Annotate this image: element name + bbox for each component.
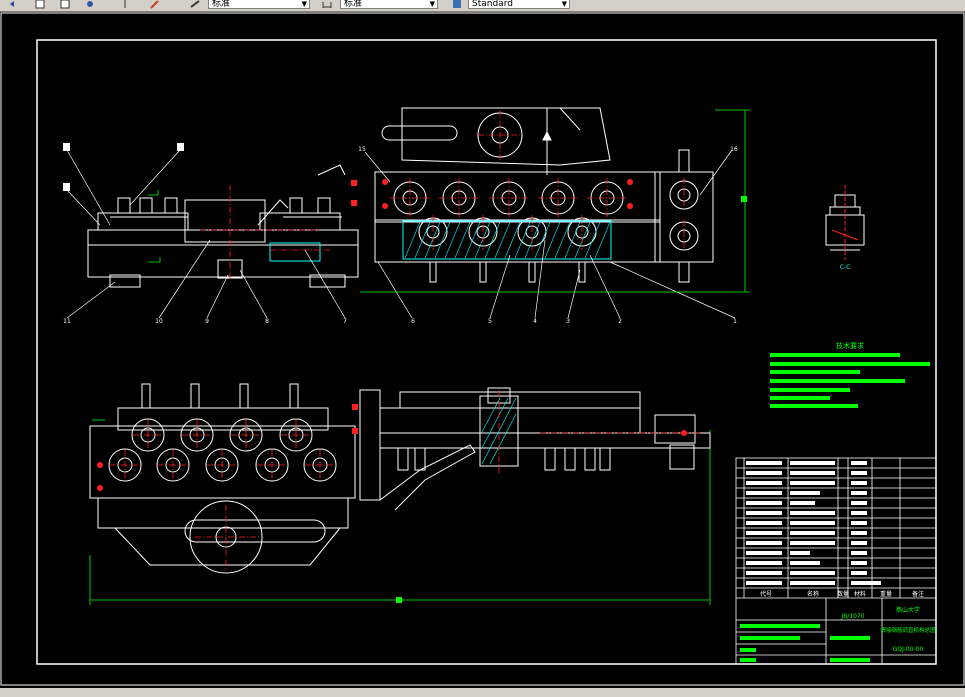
balloon-2: 2 xyxy=(618,318,622,325)
status-strip xyxy=(0,688,965,697)
title-drawing-no: GQJ-00-00 xyxy=(893,646,924,653)
text-style-icon xyxy=(453,0,461,8)
header-qty: 数量 xyxy=(837,590,849,598)
red-marks-bottom xyxy=(97,404,687,491)
inner-frame xyxy=(36,39,937,665)
balloon-9: 9 xyxy=(205,318,209,325)
window-icon[interactable] xyxy=(35,0,45,9)
dim-grip[interactable] xyxy=(741,196,747,202)
header-weight: 重量 xyxy=(880,590,892,598)
main-view xyxy=(87,107,714,288)
balloon-8: 8 xyxy=(265,318,269,325)
window-icon[interactable] xyxy=(60,0,70,9)
dimstyle-combo[interactable]: 标准 ▼ xyxy=(340,0,438,9)
balloon-15: 15 xyxy=(358,146,366,153)
title-school: 燕山大学 xyxy=(896,606,920,614)
layer-icon xyxy=(190,0,200,8)
title-drawing-name: 焊接钢筋调直机构总图 xyxy=(880,626,936,634)
right-arm-bolts xyxy=(397,444,695,471)
balloon-1: 1 xyxy=(733,318,737,325)
pointer-icon[interactable] xyxy=(120,0,130,9)
view-label: C-C xyxy=(840,264,851,271)
balloon-6: 6 xyxy=(411,318,415,325)
header-material: 材料 xyxy=(854,590,866,598)
hatched-section xyxy=(269,220,612,262)
side-view xyxy=(825,185,865,260)
outer-frame xyxy=(0,12,965,686)
toolbar: 标准 ▼ 标准 ▼ Standard ▼ xyxy=(0,0,965,12)
balloon-7: 7 xyxy=(343,318,347,325)
title-block-text: 代号 名称 数量 材料 重量 备注 JB/1070 燕山大学 焊接钢筋调直机构总… xyxy=(760,590,936,653)
title-block xyxy=(735,457,937,665)
header-remark: 备注 xyxy=(912,590,924,598)
header-name: 名称 xyxy=(807,590,819,598)
header-code: 代号 xyxy=(760,590,772,598)
paint-icon[interactable] xyxy=(150,0,160,9)
dimension-lines xyxy=(89,109,750,605)
textstyle-combo-value: Standard xyxy=(472,0,513,9)
layer-combo-value: 标准 xyxy=(212,0,231,9)
bolt-row-left xyxy=(110,197,342,218)
cad-drawing: 15 16 11 10 9 8 7 6 5 4 3 2 1 C-C xyxy=(0,12,965,686)
bottom-view xyxy=(89,383,711,574)
chevron-down-icon[interactable]: ▼ xyxy=(301,0,307,8)
gear-icon[interactable] xyxy=(85,0,95,9)
centerlines-bottom xyxy=(110,390,700,570)
dimstyle-combo-value: 标准 xyxy=(344,0,363,9)
balloon-11: 11 xyxy=(63,318,71,325)
balloon-5: 5 xyxy=(488,318,492,325)
balloon-10: 10 xyxy=(155,318,163,325)
textstyle-combo[interactable]: Standard ▼ xyxy=(468,0,570,9)
balloon-3: 3 xyxy=(566,318,570,325)
dimension-icon xyxy=(322,2,332,8)
chevron-down-icon[interactable]: ▼ xyxy=(561,0,567,8)
leader-lines xyxy=(66,149,736,319)
balloon-16: 16 xyxy=(730,146,738,153)
undo-icon[interactable] xyxy=(8,0,18,9)
bottom-bolts xyxy=(141,383,299,409)
layer-combo[interactable]: 标准 ▼ xyxy=(208,0,310,9)
red-marks xyxy=(351,179,633,209)
tech-requirements-title: 技术要求 xyxy=(836,341,864,350)
chevron-down-icon[interactable]: ▼ xyxy=(429,0,435,8)
dim-grip[interactable] xyxy=(396,597,402,603)
title-block-fill xyxy=(746,461,881,585)
balloon-4: 4 xyxy=(533,318,537,325)
title-scale: JB/1070 xyxy=(840,613,864,620)
drawing-canvas[interactable]: 15 16 11 10 9 8 7 6 5 4 3 2 1 C-C xyxy=(0,12,965,697)
tech-requirements: 技术要求 xyxy=(770,341,930,408)
balloon-labels: 15 16 11 10 9 8 7 6 5 4 3 2 1 xyxy=(63,143,738,325)
title-block-green xyxy=(740,624,870,662)
centerlines-main xyxy=(200,110,685,280)
